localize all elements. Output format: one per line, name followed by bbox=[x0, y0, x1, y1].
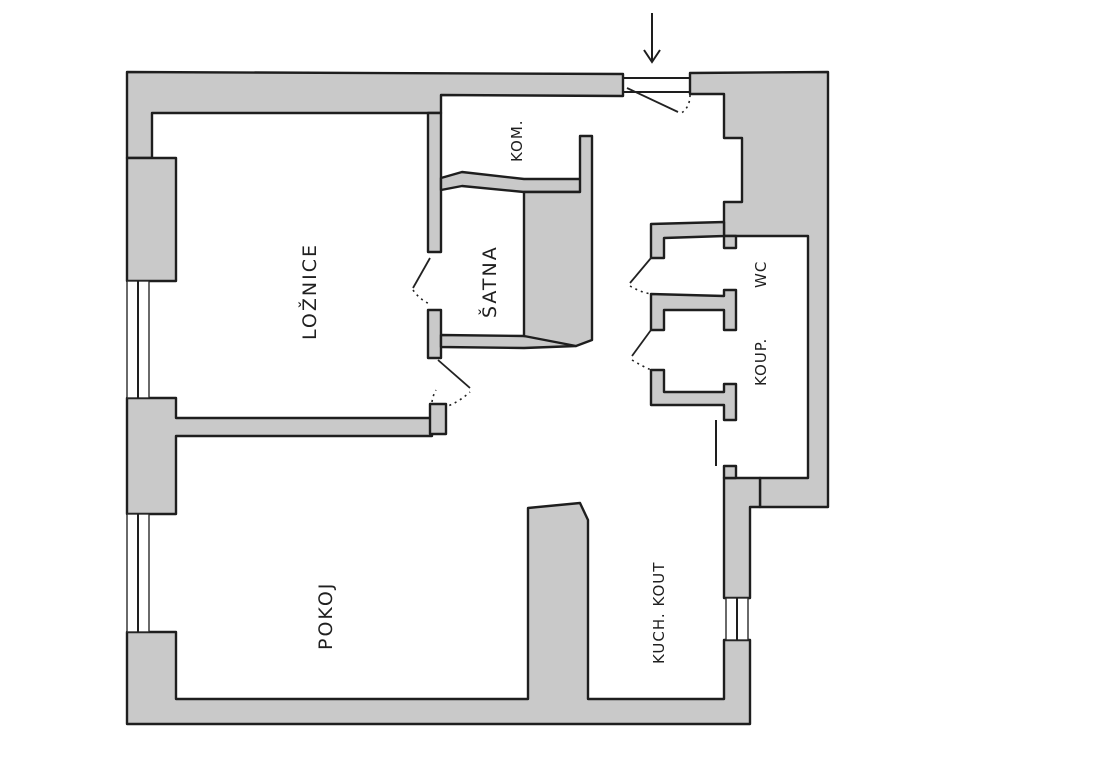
window-pokoj bbox=[126, 513, 150, 633]
outer-wall-right-lower bbox=[722, 476, 762, 600]
wall-bedroom-east-upper bbox=[426, 111, 443, 254]
room-label-satna: ŠATNA bbox=[477, 245, 501, 318]
window-kitchen bbox=[725, 597, 749, 641]
outer-wall-left-middle bbox=[125, 396, 434, 516]
room-label-wc: WC bbox=[752, 261, 770, 288]
window-loznice bbox=[126, 280, 150, 399]
room-label-koup: KOUP. bbox=[752, 338, 770, 386]
wall-wc-west bbox=[649, 220, 726, 260]
wall-koup-south bbox=[649, 368, 738, 422]
door-loznice bbox=[437, 359, 471, 389]
wall-shaft-block bbox=[522, 134, 594, 348]
door-wc bbox=[629, 257, 652, 284]
room-label-pokoj: POKOJ bbox=[315, 582, 337, 650]
wall-bedroom-east-lower bbox=[426, 308, 443, 360]
door-satna bbox=[412, 257, 431, 289]
wall-wc-right-stub bbox=[722, 234, 738, 250]
room-label-kuch-kout: KUCH. KOUT bbox=[650, 562, 668, 664]
room-label-loznice: LOŽNICE bbox=[298, 243, 321, 340]
outer-wall-top-right bbox=[688, 70, 830, 509]
wall-wc-koup-divider bbox=[649, 288, 738, 332]
door-koup bbox=[631, 329, 652, 357]
door-post bbox=[428, 402, 448, 436]
wall-satna-top bbox=[439, 170, 592, 194]
entrance-arrow-icon bbox=[643, 13, 661, 64]
outer-wall-left-upper bbox=[125, 156, 178, 283]
room-label-kom: KOM. bbox=[508, 119, 526, 162]
entrance-door bbox=[623, 77, 691, 115]
outer-wall-bottom bbox=[125, 501, 752, 726]
wall-storage-south bbox=[722, 464, 738, 480]
outer-wall-top-left bbox=[125, 70, 625, 160]
